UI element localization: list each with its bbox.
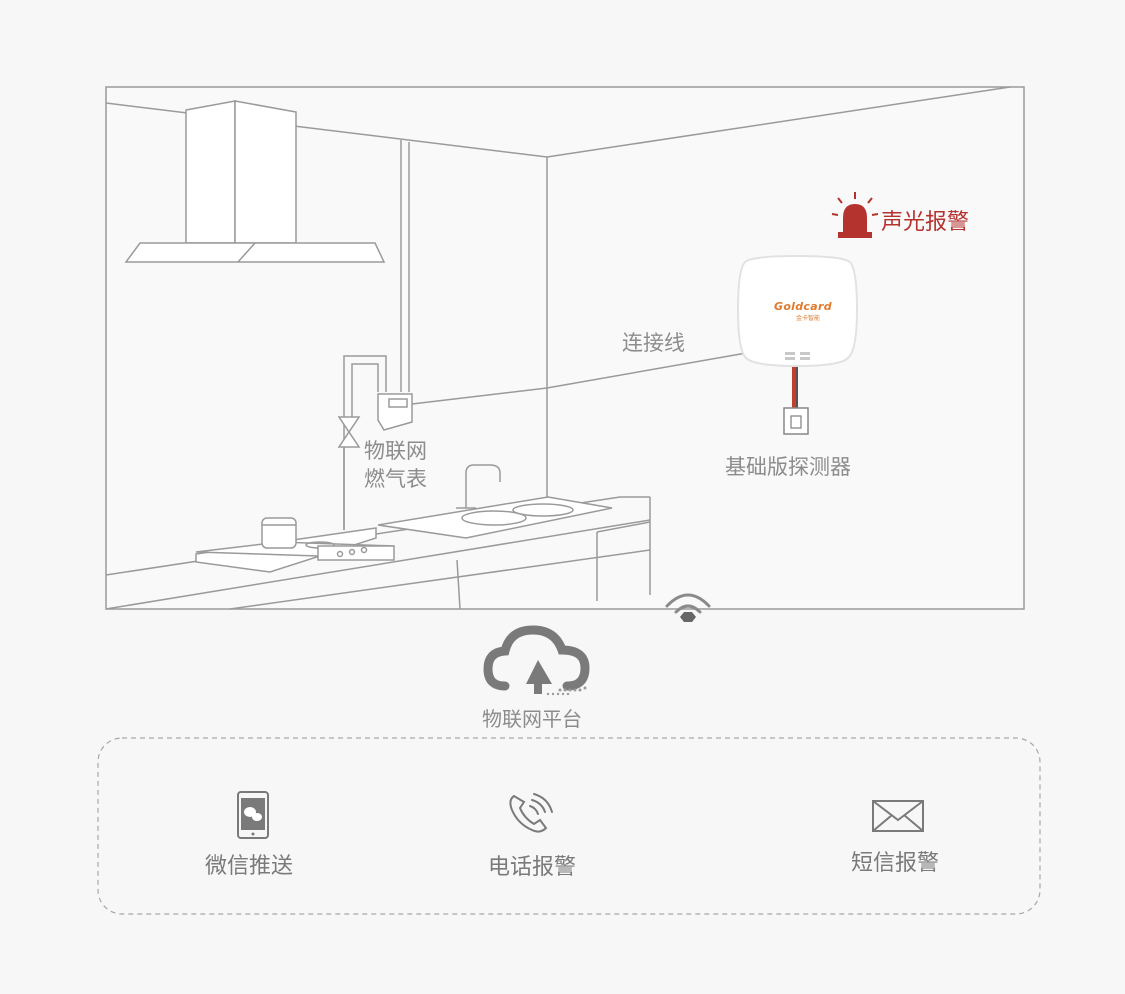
alarm-light-icon bbox=[831, 192, 879, 238]
connection-cable-line bbox=[411, 351, 753, 405]
wechat-phone-icon bbox=[237, 791, 269, 839]
gas-detector-device bbox=[736, 254, 859, 368]
kitchen-room-illustration bbox=[105, 86, 1025, 610]
detector-label: 基础版探测器 bbox=[725, 455, 851, 479]
envelope-icon bbox=[872, 800, 924, 832]
cloud-platform-icon bbox=[483, 625, 590, 696]
detector-brand-logo: Goldcard bbox=[774, 300, 832, 313]
power-outlet-icon bbox=[783, 407, 809, 435]
sink bbox=[377, 464, 613, 539]
detector-assembly bbox=[736, 254, 859, 435]
channel-label-wechat: 微信推送 bbox=[205, 854, 294, 879]
detector-brand-sub: 金卡智能 bbox=[796, 315, 821, 322]
channel-label-sms: 短信报警 bbox=[851, 851, 940, 876]
meter-label-line2: 燃气表 bbox=[364, 467, 427, 491]
alert-channels-box bbox=[97, 737, 1041, 915]
cable-label: 连接线 bbox=[622, 331, 685, 355]
gas-stove bbox=[195, 517, 395, 561]
range-hood bbox=[124, 100, 386, 263]
channel-label-phone: 电话报警 bbox=[488, 855, 577, 880]
alarm-label: 声光报警 bbox=[881, 210, 970, 235]
phone-call-icon bbox=[509, 793, 553, 833]
platform-label: 物联网平台 bbox=[482, 707, 582, 731]
meter-label-line1: 物联网 bbox=[364, 439, 427, 463]
valve-icon bbox=[337, 416, 361, 434]
gas-meter-icon bbox=[377, 393, 413, 431]
wireless-signal-icon bbox=[665, 593, 711, 622]
